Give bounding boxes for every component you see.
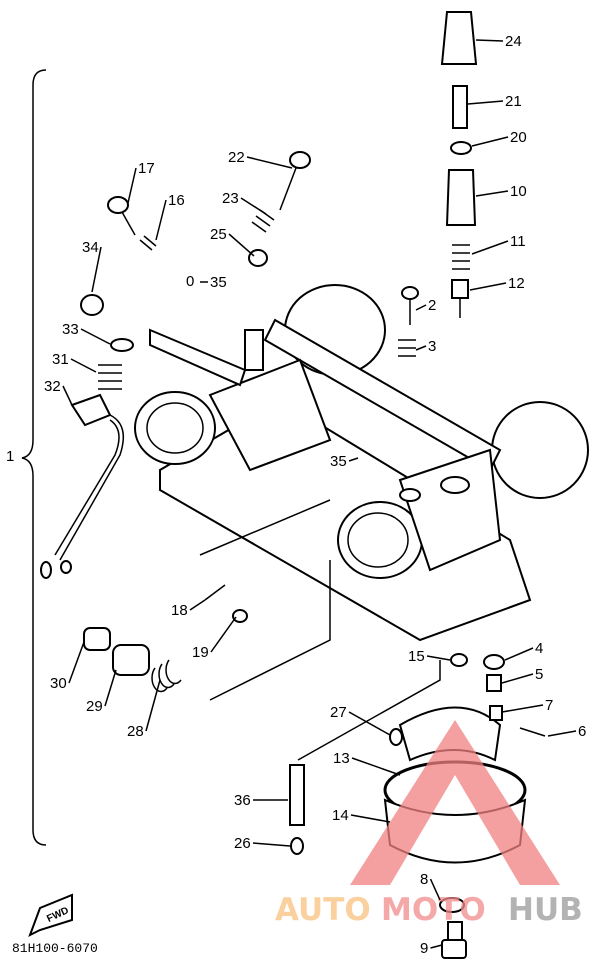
part-label-24: 24 <box>505 33 522 50</box>
leader-line <box>62 385 73 406</box>
part-label-11: 11 <box>510 233 526 250</box>
parts-lower-left <box>83 499 331 701</box>
leader-line <box>475 39 504 42</box>
part-label-31: 31 <box>52 351 69 368</box>
part-label-3: 3 <box>428 338 436 355</box>
leader-line <box>145 679 161 732</box>
part-label-36: 36 <box>234 792 251 809</box>
part-label-30: 30 <box>50 675 67 692</box>
part-label-21: 21 <box>505 93 522 110</box>
parts-upper-left <box>40 151 311 579</box>
leader-line <box>501 673 534 684</box>
leader-line <box>471 240 509 255</box>
watermark-hub: HUB <box>508 892 583 928</box>
leader-line <box>252 842 291 847</box>
fwd-arrow-icon: FWD <box>28 893 73 938</box>
leader-line <box>127 167 137 204</box>
carburetor-body <box>134 284 589 642</box>
leader-line <box>471 136 509 147</box>
part-label-35: 35 <box>210 274 227 291</box>
part-label-14: 14 <box>332 807 349 824</box>
part-label-32: 32 <box>44 378 61 395</box>
watermark-triangle-icon <box>350 720 560 885</box>
leader-line <box>70 358 97 373</box>
leader-line <box>91 246 102 293</box>
leader-line <box>68 641 85 684</box>
part-label-13: 13 <box>333 750 350 767</box>
watermark-auto: AUTO <box>275 892 371 928</box>
leader-line <box>351 757 401 776</box>
part-label-2: 2 <box>428 297 436 314</box>
part-label-4: 4 <box>535 640 543 657</box>
leader-line <box>80 328 111 345</box>
part-label-29: 29 <box>86 698 103 715</box>
part-label-16: 16 <box>168 192 185 209</box>
part-label-20: 20 <box>510 129 527 146</box>
part-label-28: 28 <box>127 723 144 740</box>
part-label-9: 9 <box>420 940 428 957</box>
part-label-33: 33 <box>62 321 79 338</box>
part-label-34: 34 <box>82 239 99 256</box>
leader-line <box>430 944 443 949</box>
part-label-35: 35 <box>330 453 347 470</box>
watermark-moto: MOTO <box>381 892 486 928</box>
part-label-23: 23 <box>222 190 239 207</box>
part-label-5: 5 <box>535 666 543 683</box>
part-label-26: 26 <box>234 835 251 852</box>
leader-line <box>547 730 577 737</box>
small-part-glyph: 0 <box>186 273 194 290</box>
part-label-19: 19 <box>192 644 209 661</box>
leader-line <box>469 282 507 291</box>
leader-line <box>467 100 504 105</box>
leader-line <box>104 669 117 707</box>
leader-line <box>348 457 359 462</box>
part-label-8: 8 <box>420 871 428 888</box>
part-label-7: 7 <box>545 697 553 714</box>
part-label-10: 10 <box>510 183 527 200</box>
leader-line <box>429 878 441 901</box>
parts-right-column <box>398 11 478 357</box>
watermark: AUTO MOTO HUB <box>275 720 583 928</box>
leader-line <box>210 616 237 653</box>
leader-line <box>189 599 206 611</box>
leader-line <box>426 655 451 661</box>
leader-line <box>246 156 293 169</box>
part-label-22: 22 <box>228 149 245 166</box>
part-label-12: 12 <box>508 275 525 292</box>
part-label-6: 6 <box>578 723 586 740</box>
leader-line <box>475 190 509 197</box>
part-label-15: 15 <box>408 648 425 665</box>
part-label-27: 27 <box>330 704 347 721</box>
leader-line <box>228 233 255 257</box>
leader-line <box>240 197 267 215</box>
assembly-bracket <box>21 69 47 846</box>
leader-line <box>348 711 391 736</box>
diagram-code: 81H100-6070 <box>12 941 98 956</box>
leader-line <box>501 704 544 713</box>
leader-line <box>415 304 427 311</box>
leader-line <box>350 814 391 823</box>
leader-line <box>155 199 167 241</box>
part-label-1: 1 <box>6 448 14 465</box>
part-label-17: 17 <box>138 160 155 177</box>
leader-line <box>504 647 534 661</box>
part-label-25: 25 <box>210 226 227 243</box>
part-label-18: 18 <box>171 602 188 619</box>
leader-line <box>415 345 427 351</box>
